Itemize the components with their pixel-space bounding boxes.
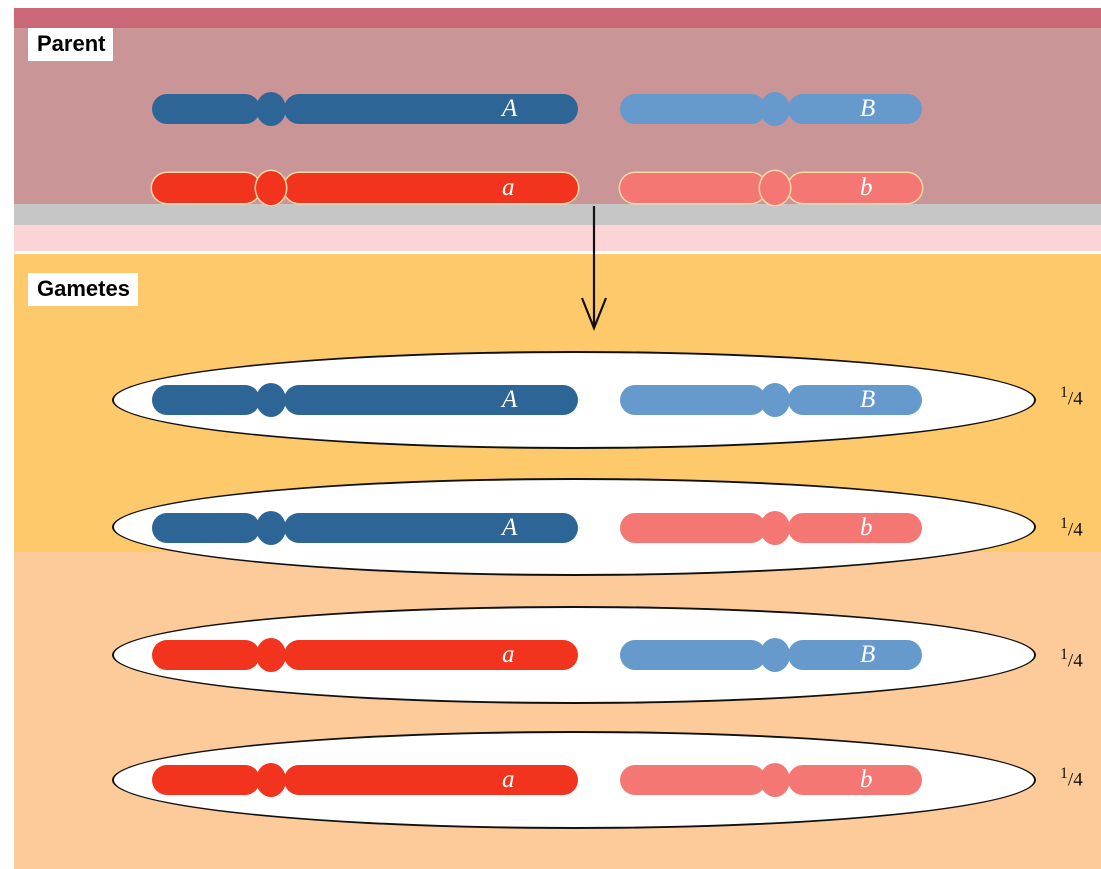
allele-label: b <box>860 765 873 795</box>
gamete-chromosome-a: a <box>152 765 578 795</box>
parent-label: Parent <box>28 28 113 61</box>
gamete-chromosome-b: b <box>620 513 922 543</box>
parent-chromosome-a: a <box>152 173 578 203</box>
allele-label: b <box>860 513 873 543</box>
centromere <box>256 763 286 797</box>
centromere <box>256 92 286 126</box>
parent-top-stripe <box>14 8 1101 28</box>
gamete-chromosome-a: a <box>152 640 578 670</box>
gamete-chromosome-B: B <box>620 385 922 415</box>
gametes-label: Gametes <box>28 273 138 306</box>
centromere <box>256 171 286 205</box>
allele-label: b <box>860 173 873 203</box>
allele-label: a <box>502 173 515 203</box>
down-arrow-icon <box>580 206 610 332</box>
centromere <box>256 511 286 545</box>
allele-label: a <box>502 765 515 795</box>
centromere <box>256 638 286 672</box>
gamete-fraction: 1/4 <box>1060 515 1083 541</box>
allele-label: B <box>860 94 875 124</box>
centromere <box>760 638 790 672</box>
allele-label: B <box>860 640 875 670</box>
gamete-fraction: 1/4 <box>1060 646 1083 672</box>
parent-chromosome-A: A <box>152 94 578 124</box>
centromere <box>760 92 790 126</box>
gamete-fraction: 1/4 <box>1060 765 1083 791</box>
gamete-chromosome-b: b <box>620 765 922 795</box>
centromere <box>760 763 790 797</box>
allele-label: A <box>502 385 517 415</box>
gamete-chromosome-B: B <box>620 640 922 670</box>
centromere <box>760 171 790 205</box>
centromere <box>760 383 790 417</box>
allele-label: B <box>860 385 875 415</box>
gamete-fraction: 1/4 <box>1060 384 1083 410</box>
centromere <box>760 511 790 545</box>
allele-label: A <box>502 94 517 124</box>
allele-label: A <box>502 513 517 543</box>
allele-label: a <box>502 640 515 670</box>
gamete-chromosome-A: A <box>152 385 578 415</box>
separator-gray <box>14 204 1101 225</box>
parent-chromosome-B: B <box>620 94 922 124</box>
parent-chromosome-b: b <box>620 173 922 203</box>
gamete-chromosome-A: A <box>152 513 578 543</box>
centromere <box>256 383 286 417</box>
separator-pink <box>14 225 1101 251</box>
